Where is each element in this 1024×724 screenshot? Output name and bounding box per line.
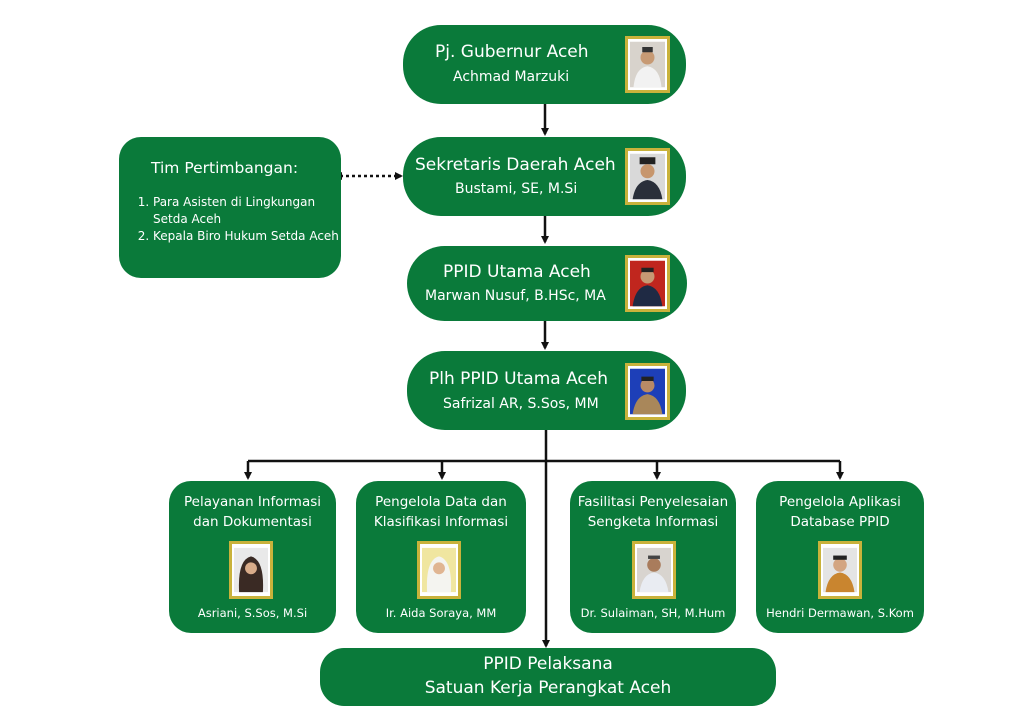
- node-name: Bustami, SE, M.Si: [455, 181, 578, 197]
- subunit-title-line2: dan Dokumentasi: [193, 514, 312, 530]
- portrait-icon: [625, 148, 670, 205]
- node-title: Sekretaris Daerah Aceh: [415, 155, 616, 175]
- subunit-title-line2: Database PPID: [790, 514, 890, 530]
- subunit-title-line1: Pengelola Aplikasi: [779, 494, 901, 510]
- node-title: Pj. Gubernur Aceh: [435, 42, 589, 62]
- tim-item: Para Asisten di Lingkungan Setda Aceh: [153, 194, 353, 228]
- node-sekda: Sekretaris Daerah Aceh Bustami, SE, M.Si: [403, 137, 686, 216]
- pelaksana-line2: Satuan Kerja Perangkat Aceh: [424, 678, 672, 698]
- subunit-name: Dr. Sulaiman, SH, M.Hum: [580, 606, 726, 620]
- portrait-icon: [625, 255, 670, 312]
- subunit-name: Hendri Dermawan, S.Kom: [766, 606, 914, 620]
- portrait-icon: [229, 541, 273, 599]
- node-ppid-utama: PPID Utama Aceh Marwan Nusuf, B.HSc, MA: [407, 246, 687, 321]
- tim-list: Para Asisten di Lingkungan Setda Aceh Ke…: [135, 194, 353, 245]
- node-plh-ppid: Plh PPID Utama Aceh Safrizal AR, S.Sos, …: [407, 351, 686, 430]
- subunit-pelayanan-informasi: Pelayanan Informasi dan Dokumentasi Asri…: [169, 481, 336, 633]
- tim-pertimbangan-box: Tim Pertimbangan: Para Asisten di Lingku…: [119, 137, 341, 278]
- subunit-pengelola-data: Pengelola Data dan Klasifikasi Informasi…: [356, 481, 526, 633]
- subunit-title-line1: Pelayanan Informasi: [184, 494, 321, 510]
- node-ppid-pelaksana: PPID Pelaksana Satuan Kerja Perangkat Ac…: [320, 648, 776, 706]
- portrait-icon: [417, 541, 461, 599]
- node-name: Achmad Marzuki: [453, 69, 570, 85]
- node-title: PPID Utama Aceh: [443, 262, 591, 282]
- subunit-title-line1: Pengelola Data dan: [375, 494, 507, 510]
- subunit-name: Asriani, S.Sos, M.Si: [197, 606, 308, 620]
- node-name: Marwan Nusuf, B.HSc, MA: [425, 288, 606, 304]
- subunit-title-line2: Sengketa Informasi: [587, 514, 719, 530]
- subunit-fasilitasi-sengketa: Fasilitasi Penyelesaian Sengketa Informa…: [570, 481, 736, 633]
- subunit-name: Ir. Aida Soraya, MM: [385, 606, 497, 620]
- portrait-icon: [625, 363, 670, 420]
- node-gubernur: Pj. Gubernur Aceh Achmad Marzuki: [403, 25, 686, 104]
- pelaksana-line1: PPID Pelaksana: [483, 654, 613, 674]
- subunit-pengelola-aplikasi: Pengelola Aplikasi Database PPID Hendri …: [756, 481, 924, 633]
- portrait-icon: [632, 541, 676, 599]
- portrait-icon: [625, 36, 670, 93]
- node-title: Plh PPID Utama Aceh: [429, 369, 608, 389]
- subunit-title-line2: Klasifikasi Informasi: [373, 514, 509, 530]
- node-name: Safrizal AR, S.Sos, MM: [443, 396, 599, 412]
- subunit-title-line1: Fasilitasi Penyelesaian: [577, 494, 729, 510]
- tim-item: Kepala Biro Hukum Setda Aceh: [153, 228, 353, 245]
- tim-title: Tim Pertimbangan:: [151, 159, 299, 177]
- portrait-icon: [818, 541, 862, 599]
